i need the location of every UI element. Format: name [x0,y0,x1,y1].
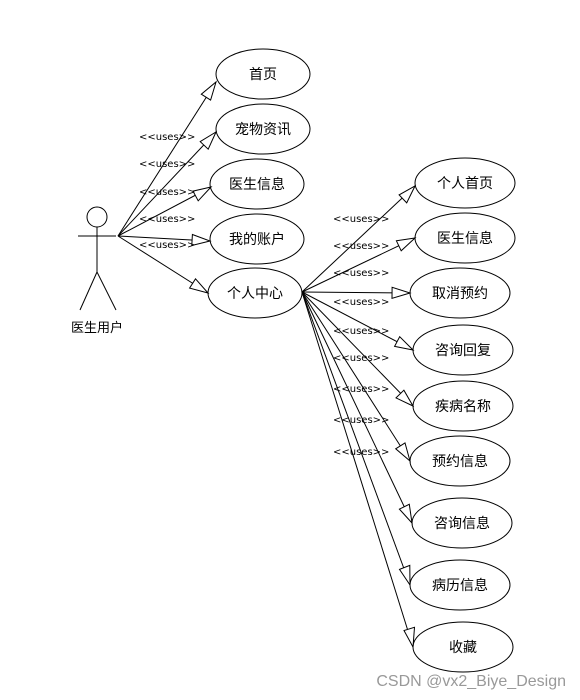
use-case-label: 收藏 [449,640,477,656]
use-case-label: 我的账户 [229,231,285,248]
uses-label: <<uses>> [333,447,389,458]
use-case-ellipse [215,103,311,155]
actor-associations [117,80,218,294]
sub-use-case-2: 医生信息 [414,212,516,264]
sub-use-case-1: 个人首页 [414,157,516,209]
assoc-line [301,291,411,462]
use-case-label: 医生信息 [437,230,493,247]
assoc-line [301,291,414,351]
use-case-label: 个人首页 [437,176,493,192]
assoc-line [301,185,416,293]
watermark: CSDN @vx2_Biye_Design [376,673,566,690]
assoc-line [117,81,217,237]
actor-head [86,206,108,228]
assoc-arrowhead [199,130,218,151]
sub-use-case-9: 收藏 [412,621,514,673]
actor-left-leg [79,271,98,311]
uses-label: <<uses>> [139,214,195,225]
uses-label: <<uses>> [139,132,195,143]
uses-label: <<uses>> [139,187,195,198]
actor-figure [78,206,117,311]
assoc-arrowhead [188,277,210,294]
primary-use-case-2: 宠物资讯 [215,103,311,155]
assoc-line [301,291,413,524]
uses-label: <<uses>> [139,159,195,170]
assoc-line [301,237,416,293]
assoc-arrowhead [398,184,417,204]
use-case-label: 病历信息 [432,577,488,594]
assoc-arrowhead [391,286,412,299]
use-case-ellipse [414,157,516,209]
primary-use-case-5: 个人中心 [207,267,303,319]
center-associations [301,184,417,649]
sub-use-case-4: 咨询回复 [412,324,514,376]
uses-label: <<uses>> [333,384,389,395]
uses-label: <<uses>> [333,241,389,252]
use-case-ellipse [209,158,305,210]
use-case-label: 个人中心 [227,286,283,302]
actor-label: 医生用户 [71,320,123,336]
use-case-label: 咨询信息 [434,515,490,532]
assoc-arrowhead [394,442,411,463]
sub-use-case-7: 咨询信息 [411,497,513,549]
assoc-arrowhead [398,564,411,587]
use-case-label: 预约信息 [432,453,488,470]
uses-label: <<uses>> [139,240,195,251]
sub-use-case-5: 疾病名称 [412,380,514,432]
assoc-arrowhead [398,503,413,525]
use-case-label: 医生信息 [229,176,285,193]
uses-label: <<uses>> [333,326,389,337]
uses-label: <<uses>> [333,415,389,426]
assoc-line [301,291,414,648]
sub-use-case-6: 预约信息 [409,435,511,487]
sub-use-case-8: 病历信息 [409,559,511,611]
use-case-label: 首页 [249,67,277,83]
use-case-ellipse [209,213,305,265]
primary-use-case-4: 我的账户 [209,213,305,265]
sub-use-case-3: 取消预约 [409,267,511,319]
uses-label: <<uses>> [333,214,389,225]
uses-label: <<uses>> [333,353,389,364]
assoc-arrowhead [395,237,417,252]
assoc-line [301,291,411,586]
use-case-ellipse [215,48,311,100]
uses-label: <<uses>> [333,268,389,279]
assoc-line [117,131,217,237]
assoc-arrowhead [393,335,415,351]
use-case-label: 咨询回复 [435,342,491,359]
use-case-label: 取消预约 [432,286,488,302]
primary-use-case-1: 首页 [215,48,311,100]
use-case-label: 宠物资讯 [235,122,291,138]
assoc-arrowhead [395,389,415,408]
assoc-arrowhead [403,626,416,649]
use-case-label: 疾病名称 [435,399,491,415]
assoc-arrowhead [192,186,213,202]
assoc-line [301,291,414,407]
primary-use-case-3: 医生信息 [209,158,305,210]
assoc-arrowhead [191,233,212,247]
assoc-arrowhead [200,80,217,101]
uses-label: <<uses>> [333,297,389,308]
actor-right-leg [96,271,117,311]
